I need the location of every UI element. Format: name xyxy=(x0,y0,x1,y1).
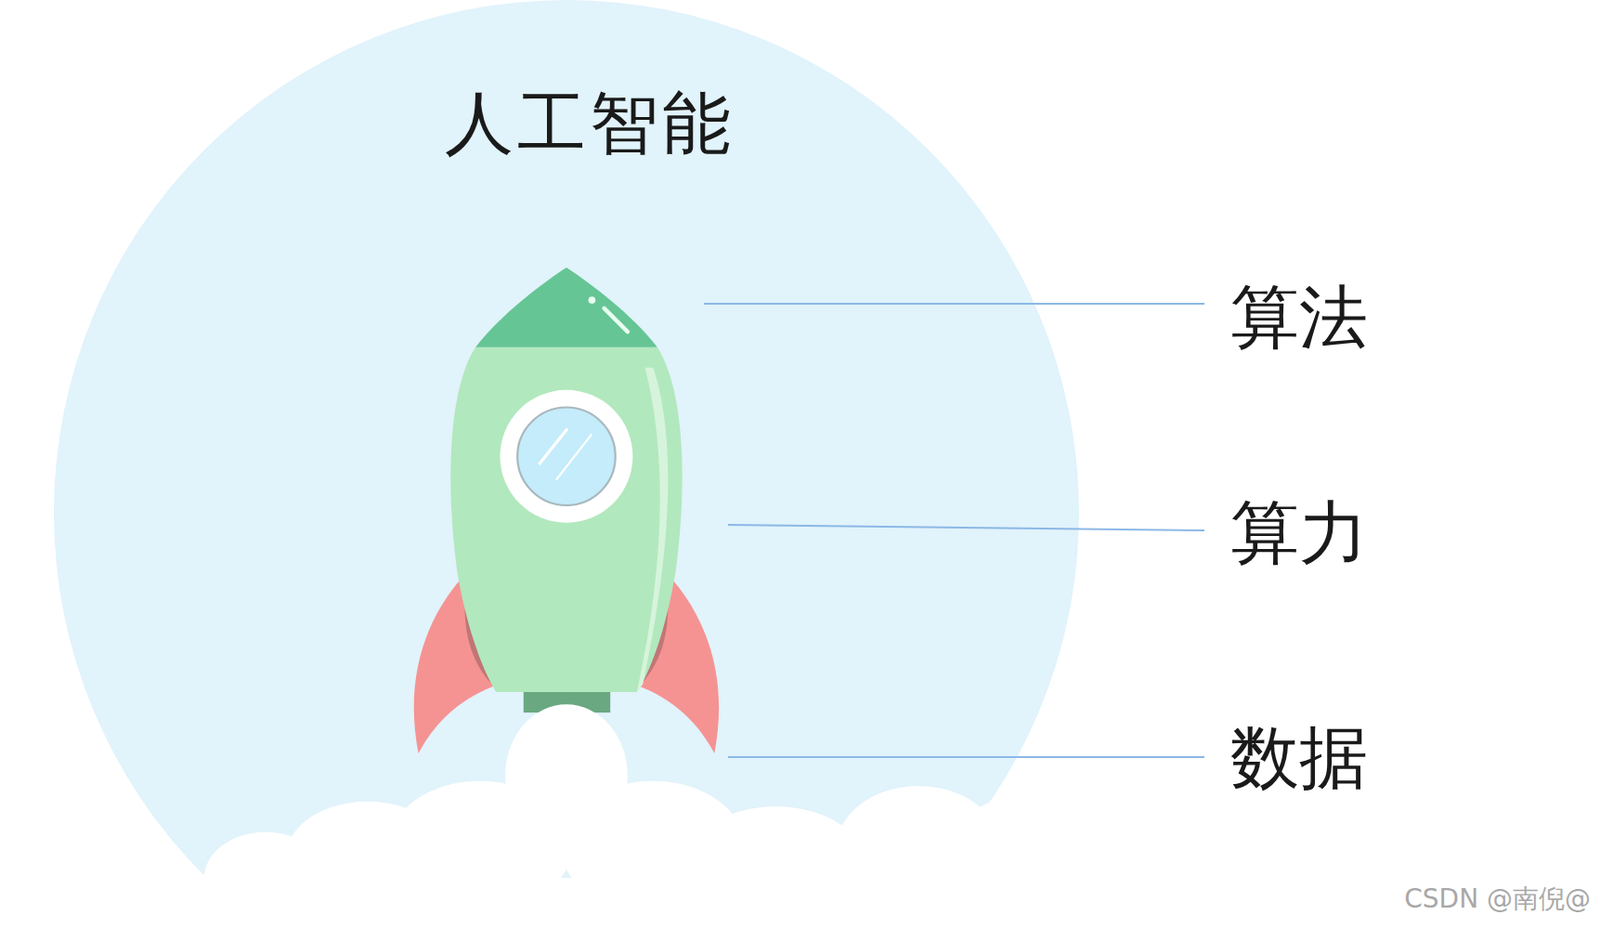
window-glass xyxy=(517,407,616,507)
leader-lines xyxy=(703,303,1205,757)
body-highlight xyxy=(637,367,669,692)
nose-shine xyxy=(604,308,628,332)
leader-line xyxy=(728,755,1205,758)
window-frame xyxy=(500,390,634,523)
leader-line xyxy=(728,524,1205,531)
sky-circle xyxy=(53,0,1080,928)
leader-line xyxy=(703,302,1205,305)
title: 人工智能 xyxy=(444,88,735,157)
rocket-nose xyxy=(475,267,658,348)
watermark: CSDN @南倪@ xyxy=(1404,885,1591,912)
part-label: 数据 xyxy=(1230,722,1368,792)
part-label: 算法 xyxy=(1230,282,1368,352)
nose-shine xyxy=(588,296,597,304)
rocket xyxy=(183,267,1103,928)
rocket-body xyxy=(450,347,682,692)
clouds xyxy=(183,703,1103,928)
part-label: 算力 xyxy=(1230,497,1368,567)
glass-shine xyxy=(556,433,592,480)
glass-shine xyxy=(538,429,568,465)
